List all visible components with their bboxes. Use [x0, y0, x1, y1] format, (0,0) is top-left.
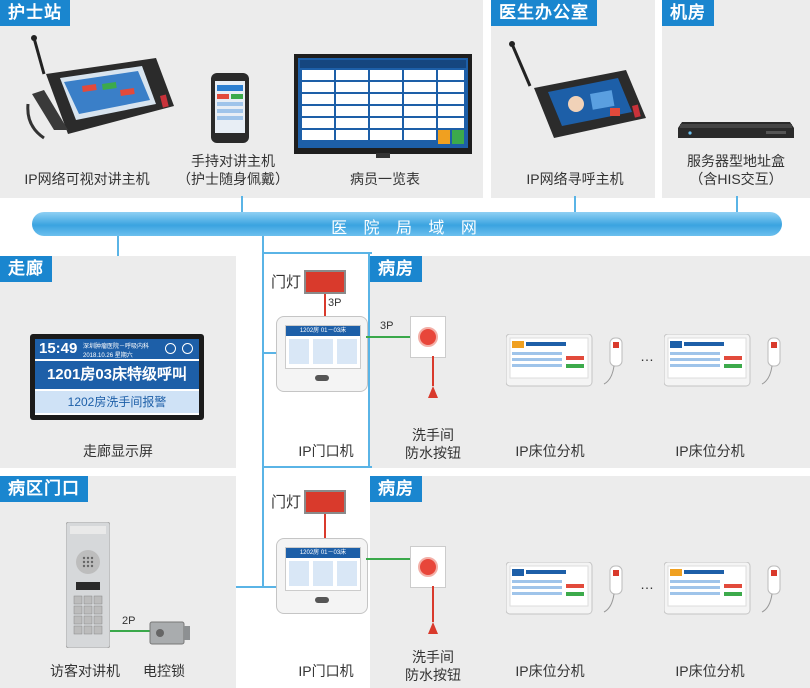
- ip-visual-master-label: IP网络可视对讲主机: [12, 170, 162, 188]
- ip-paging-master-device[interactable]: [506, 40, 650, 144]
- bed-unit-4-device[interactable]: [664, 562, 784, 616]
- bed-unit-2-label: IP床位分机: [660, 442, 760, 460]
- wire-2p-label: 2P: [122, 615, 135, 627]
- visitor-intercom-device[interactable]: [66, 522, 110, 648]
- ward-gate-tag: 病区门口: [0, 476, 88, 502]
- link-corridor: [117, 236, 119, 256]
- bath-button-2-device[interactable]: [410, 546, 446, 588]
- ward-1-tag: 病房: [370, 256, 422, 282]
- bed-unit-1-device[interactable]: [506, 334, 626, 388]
- corridor-screen-device[interactable]: 15:49 深圳肿瘤医院－呼吸内科 2018.10.26 星期六 1201房03…: [30, 334, 204, 420]
- server-address-box-label-2: （含HIS交互）: [664, 170, 808, 188]
- door-light-1-wire-label: 3P: [328, 297, 341, 309]
- corridor-main-alert: 1201房03床特级呼叫: [35, 361, 199, 389]
- patient-board-device[interactable]: [294, 54, 472, 158]
- door-light-1-device[interactable]: [304, 270, 346, 294]
- corridor-mute-icon: [182, 343, 193, 354]
- bath-button-2-pull-icon: [428, 622, 438, 634]
- bath-button-1-label-2: 防水按钮: [400, 444, 466, 462]
- door-unit-1-to-button-wire: [366, 336, 412, 338]
- bath-button-1-device[interactable]: [410, 316, 446, 358]
- corridor-time: 15:49: [39, 340, 77, 357]
- branch-door-2: [262, 586, 276, 588]
- electric-lock-label: 电控锁: [134, 662, 194, 680]
- bed-unit-1-label: IP床位分机: [500, 442, 600, 460]
- server-address-box-device[interactable]: [676, 118, 796, 142]
- door-light-2-device[interactable]: [304, 490, 346, 514]
- bath-button-1-pull-icon: [428, 386, 438, 398]
- machine-room-tag: 机房: [662, 0, 714, 26]
- corridor-tag: 走廊: [0, 256, 52, 282]
- branch-gate: [236, 586, 262, 588]
- corridor-hospital: 深圳肿瘤医院－呼吸内科: [83, 341, 149, 350]
- corridor-sub-alert: 1202房洗手间报警: [35, 391, 199, 413]
- bed-unit-4-label: IP床位分机: [660, 662, 760, 680]
- branch-ward-right: [368, 252, 370, 468]
- trunk-vertical: [262, 236, 264, 588]
- handheld-master-device[interactable]: [210, 72, 250, 144]
- door-light-1-label: 门灯: [268, 274, 304, 292]
- ip-visual-master-device[interactable]: [24, 34, 176, 144]
- bed-unit-2-device[interactable]: [664, 334, 784, 388]
- bed-unit-3-device[interactable]: [506, 562, 626, 616]
- ward-gate-panel: [0, 476, 236, 688]
- door-unit-1-room: 1202房 01－03床: [286, 326, 360, 336]
- door-light-2-label: 门灯: [268, 494, 304, 512]
- wire-intercom-lock: [110, 630, 150, 632]
- door-light-2-wire: [324, 514, 326, 538]
- ward-2-tag: 病房: [370, 476, 422, 502]
- handheld-master-label-2: （护士随身佩戴）: [168, 170, 298, 188]
- hospital-lan-label: 医 院 局 域 网: [32, 214, 782, 238]
- door-unit-2-to-button-wire: [366, 558, 412, 560]
- door-unit-2-device[interactable]: 1202房 01－03床: [276, 538, 368, 614]
- hospital-lan-bus: 医 院 局 域 网: [32, 212, 782, 236]
- door-unit-1-label: IP门口机: [286, 442, 366, 460]
- electric-lock-device[interactable]: [148, 616, 192, 650]
- nurse-station-tag: 护士站: [0, 0, 70, 26]
- bed-unit-3-label: IP床位分机: [500, 662, 600, 680]
- bath-button-2-cord: [432, 586, 434, 622]
- visitor-intercom-label: 访客对讲机: [40, 662, 130, 680]
- bath-button-1-label-1: 洗手间: [400, 426, 466, 444]
- door-unit-2-label: IP门口机: [286, 662, 366, 680]
- ellipsis-1: …: [640, 348, 654, 364]
- corridor-no-smoking-icon: [165, 343, 176, 354]
- branch-ward-2: [262, 466, 372, 468]
- door-unit-1-wire-label: 3P: [380, 320, 393, 332]
- patient-board-label: 病员一览表: [320, 170, 450, 188]
- bath-button-2-label-2: 防水按钮: [400, 666, 466, 684]
- branch-door-1: [262, 352, 276, 354]
- ip-paging-master-label: IP网络寻呼主机: [500, 170, 650, 188]
- corridor-screen-label: 走廊显示屏: [48, 442, 188, 460]
- bath-button-2-label-1: 洗手间: [400, 648, 466, 666]
- corridor-date: 2018.10.26 星期六: [83, 350, 133, 359]
- bath-button-1-cord: [432, 356, 434, 386]
- branch-ward-1-top: [262, 252, 372, 254]
- handheld-master-label-1: 手持对讲主机: [168, 152, 298, 170]
- server-address-box-label-1: 服务器型地址盒: [664, 152, 808, 170]
- door-light-1-wire: [324, 294, 326, 316]
- door-unit-2-room: 1202房 01－03床: [286, 548, 360, 558]
- door-unit-1-device[interactable]: 1202房 01－03床: [276, 316, 368, 392]
- doctor-office-tag: 医生办公室: [491, 0, 597, 26]
- ellipsis-2: …: [640, 576, 654, 592]
